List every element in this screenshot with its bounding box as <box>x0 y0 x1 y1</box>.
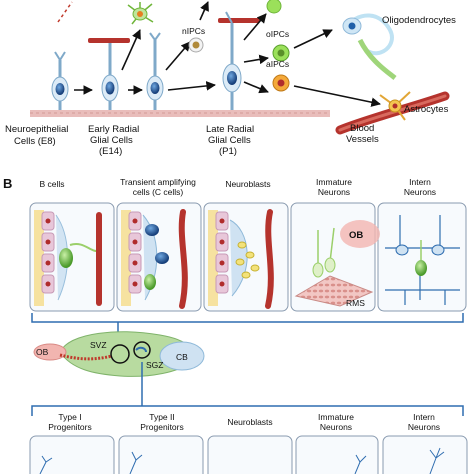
intern-neurons-illustration <box>385 215 460 305</box>
immature-neurons-illustration: OB RMS <box>294 220 380 308</box>
panel-b-letter: B <box>3 176 12 191</box>
bottom-header-intern-2: Neurons <box>408 422 440 432</box>
stage-label-neuroepithelial: Neuroepithelial <box>5 124 68 135</box>
header-transient-1: Transient amplifying <box>120 177 196 187</box>
rms-label: RMS <box>346 298 365 308</box>
nipcs-label: nIPCs <box>182 26 205 36</box>
aipc-cell: aIPCs <box>266 59 290 92</box>
oipc-top-cell <box>266 0 282 14</box>
top-headers: B cells Transient amplifying cells (C ce… <box>39 177 436 197</box>
bottom-header-intern-1: Intern <box>413 412 435 422</box>
top-bracket <box>31 313 464 323</box>
brain-cb-label: CB <box>176 352 188 362</box>
neuroepithelial-cell <box>51 51 69 110</box>
blood-vessels-label-1: Blood <box>350 123 374 134</box>
stage-label-late-radial-2: Glial Cells <box>208 135 251 146</box>
astrocyte-cell <box>335 91 450 135</box>
dashed-line <box>57 1 73 23</box>
oipc-cell: oIPCs <box>266 29 290 62</box>
svz-circle <box>110 344 130 364</box>
stage-label-early-radial-3: (E14) <box>99 146 122 157</box>
nipc-cell: nIPCs <box>182 26 205 53</box>
brain-ob-label: OB <box>36 347 49 357</box>
stage-label-neuroepithelial-2: Cells (E8) <box>14 136 56 147</box>
bottom-header-type2-1: Type II <box>149 412 175 422</box>
bottom-headers: Type I Progenitors Type II Progenitors N… <box>48 412 440 432</box>
neuroblasts-illustration <box>208 209 274 309</box>
header-transient-2: cells (C cells) <box>133 187 184 197</box>
header-immature-1: Immature <box>316 177 352 187</box>
header-intern-1: Intern <box>409 177 431 187</box>
radial-glial-cell-2 <box>146 32 164 110</box>
bottom-header-immature-2: Neurons <box>320 422 352 432</box>
oligodendrocyte-cell <box>342 13 397 80</box>
header-immature-2: Neurons <box>318 187 350 197</box>
cerebellum <box>159 341 205 371</box>
vessel-icon <box>96 212 102 306</box>
header-b-cells: B cells <box>39 179 64 189</box>
box-intern <box>377 202 467 312</box>
newborn-neuron-icon <box>127 2 154 25</box>
ob-box-label: OB <box>349 230 363 241</box>
b-cells-illustration <box>34 210 102 306</box>
aipcs-label: aIPCs <box>266 59 289 69</box>
bottom-header-type1-1: Type I <box>58 412 81 422</box>
brain-schematic: OB SVZ SGZ CB <box>33 331 205 377</box>
bottom-header-type1-2: Progenitors <box>48 422 91 432</box>
bottom-header-type2-2: Progenitors <box>140 422 183 432</box>
bottom-header-immature-1: Immature <box>318 412 354 422</box>
box-type2 <box>118 435 204 474</box>
box-sgz-intern <box>382 435 468 474</box>
oligodendrocytes-label: Oligodendrocytes <box>382 15 456 26</box>
stage-label-early-radial: Early Radial <box>88 124 139 135</box>
brain-svz-label: SVZ <box>90 340 107 350</box>
sgz-boxes <box>29 435 468 474</box>
blood-vessels-label-2: Vessels <box>346 134 379 145</box>
stage-label-late-radial-3: (P1) <box>219 146 237 157</box>
brain-sgz-label: SGZ <box>146 360 163 370</box>
astrocytes-label: Astrocytes <box>404 104 449 115</box>
c-cells-illustration <box>121 209 188 309</box>
early-radial-glial-cell <box>88 38 130 110</box>
header-intern-2: Neurons <box>404 187 436 197</box>
header-neuroblasts: Neuroblasts <box>225 179 270 189</box>
box-type1 <box>29 435 115 474</box>
box-sgz-immature <box>295 435 379 474</box>
bottom-bracket <box>31 405 464 416</box>
bottom-header-neuroblasts: Neuroblasts <box>227 417 272 427</box>
olfactory-bulb <box>33 343 67 361</box>
late-radial-glial-cell <box>218 11 260 110</box>
box-sgz-neuroblasts <box>207 435 293 474</box>
oipcs-label: oIPCs <box>266 29 289 39</box>
stage-label-early-radial-2: Glial Cells <box>90 135 133 146</box>
stage-label-late-radial: Late Radial <box>206 124 254 135</box>
sgz-circle <box>133 341 151 359</box>
panel-a: nIPCs oIPCs aIPCs <box>5 0 456 157</box>
